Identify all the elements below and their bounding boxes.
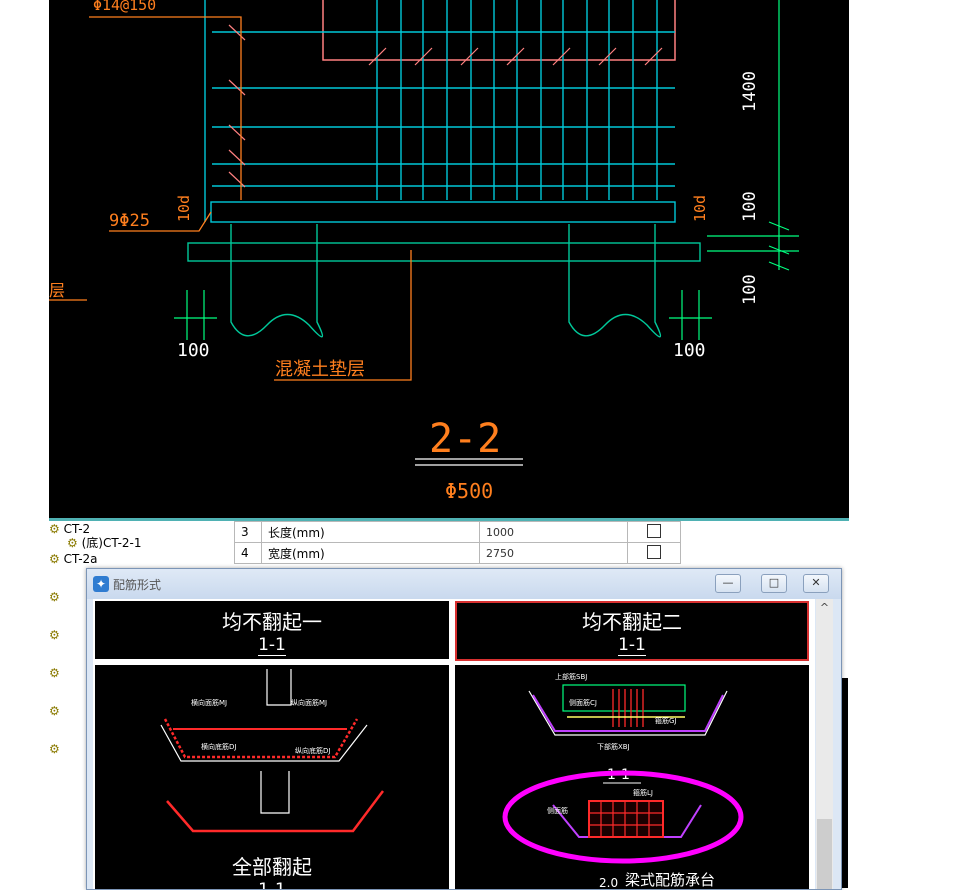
close-button[interactable]: ✕: [803, 574, 829, 593]
gear-icon: ⚙: [49, 666, 60, 680]
cad-dim-1400: 1400: [740, 71, 760, 112]
app-icon: ✦: [93, 576, 109, 592]
reinforcement-dialog[interactable]: ✦ 配筋形式 — □ ✕ 均不翻起一 1-1 均不翻起二 1-1: [86, 568, 842, 890]
tree-node[interactable]: ⚙: [49, 741, 60, 757]
svg-text:纵向面筋MJ: 纵向面筋MJ: [291, 698, 327, 707]
table-row[interactable]: 3 长度(mm) 1000: [234, 521, 681, 543]
tree-node[interactable]: ⚙: [49, 627, 60, 643]
cad-left-cut-label: 层: [49, 281, 65, 300]
table-row[interactable]: 4 宽度(mm) 2750: [234, 542, 681, 564]
tree-node[interactable]: ⚙: [49, 703, 60, 719]
cad-dim-left: 100: [177, 340, 210, 361]
cad-section-label: 2-2: [429, 416, 501, 462]
svg-text:侧面筋CJ: 侧面筋CJ: [569, 698, 597, 707]
cad-dim-100-b: 100: [740, 274, 760, 305]
scrollbar-thumb[interactable]: [817, 819, 832, 889]
chevron-up-icon[interactable]: ^: [819, 601, 830, 614]
svg-text:箍筋GJ: 箍筋GJ: [655, 716, 677, 725]
dialog-titlebar[interactable]: ✦ 配筋形式 — □ ✕: [87, 569, 841, 599]
cad-top-label: Φ14@150: [93, 0, 156, 14]
gear-icon: ⚙: [67, 536, 78, 550]
checkbox[interactable]: [647, 544, 661, 559]
cad-10d-left: 10d: [175, 195, 193, 222]
svg-text:横向面筋MJ: 横向面筋MJ: [191, 698, 227, 707]
svg-text:箍筋LJ: 箍筋LJ: [633, 788, 653, 797]
tree-node[interactable]: ⚙: [49, 665, 60, 681]
cad-pile-label: Φ500: [445, 479, 493, 503]
cad-canvas[interactable]: Φ14@150 9Φ25 层 混凝土垫层 100 100 2-2 Φ500 14…: [49, 0, 849, 520]
dialog-title: 配筋形式: [113, 578, 162, 592]
right-panel-dark: [840, 678, 848, 888]
gear-icon: ⚙: [49, 552, 60, 566]
tree-item[interactable]: ⚙ CT-2: [49, 522, 91, 536]
svg-text:纵向底筋DJ: 纵向底筋DJ: [295, 746, 330, 755]
maximize-button[interactable]: □: [761, 574, 787, 593]
checkbox[interactable]: [647, 523, 661, 538]
option-tile-4[interactable]: 上部筋SBJ 侧面筋CJ 下部筋XBJ 箍筋GJ 1-1 箍筋LJ 侧面筋: [455, 665, 809, 889]
property-table: 3 长度(mm) 1000 4 宽度(mm) 2750: [226, 521, 954, 569]
tree-item[interactable]: ⚙ CT-2a: [49, 552, 98, 566]
cad-bar-label: 9Φ25: [109, 211, 150, 231]
cad-dim-right: 100: [673, 340, 706, 361]
options-grid: 均不翻起一 1-1 均不翻起二 1-1 横向面筋MJ 纵向面筋MJ 横向底筋DJ: [93, 599, 815, 889]
svg-text:2.0: 2.0: [599, 876, 618, 889]
cad-concrete-label: 混凝土垫层: [275, 359, 365, 380]
svg-text:梁式配筋承台: 梁式配筋承台: [625, 871, 715, 889]
svg-text:侧面筋: 侧面筋: [547, 806, 568, 815]
cad-bottom-edge: [49, 518, 849, 521]
option-tile-3[interactable]: 横向面筋MJ 纵向面筋MJ 横向底筋DJ 纵向底筋DJ 全部翻起 1-1: [95, 665, 449, 889]
cad-10d-right: 10d: [691, 195, 709, 222]
option-tile-1[interactable]: 均不翻起一 1-1: [95, 601, 449, 659]
svg-text:上部筋SBJ: 上部筋SBJ: [555, 672, 587, 681]
diagram-beam-cap: 上部筋SBJ 侧面筋CJ 下部筋XBJ 箍筋GJ 1-1 箍筋LJ 侧面筋: [502, 672, 744, 889]
gear-icon: ⚙: [49, 628, 60, 642]
gear-icon: ⚙: [49, 704, 60, 718]
tree-item[interactable]: ⚙ (底)CT-2-1: [67, 536, 142, 550]
tree-node[interactable]: ⚙: [49, 589, 60, 605]
vertical-scrollbar[interactable]: ^: [816, 599, 833, 889]
gear-icon: ⚙: [49, 590, 60, 604]
cad-dim-100-a: 100: [740, 191, 760, 222]
right-panel: [840, 612, 954, 888]
gear-icon: ⚙: [49, 742, 60, 756]
svg-text:横向底筋DJ: 横向底筋DJ: [201, 742, 236, 751]
gear-icon: ⚙: [49, 522, 60, 536]
minimize-button[interactable]: —: [715, 574, 741, 593]
left-margin: [0, 0, 49, 888]
cad-drawing: Φ14@150 9Φ25 层 混凝土垫层 100 100 2-2 Φ500 14…: [49, 0, 799, 503]
svg-text:下部筋XBJ: 下部筋XBJ: [597, 742, 630, 751]
diagram-all-bent: 横向面筋MJ 纵向面筋MJ 横向底筋DJ 纵向底筋DJ: [160, 669, 384, 833]
option-tile-2-selected[interactable]: 均不翻起二 1-1: [455, 601, 809, 661]
